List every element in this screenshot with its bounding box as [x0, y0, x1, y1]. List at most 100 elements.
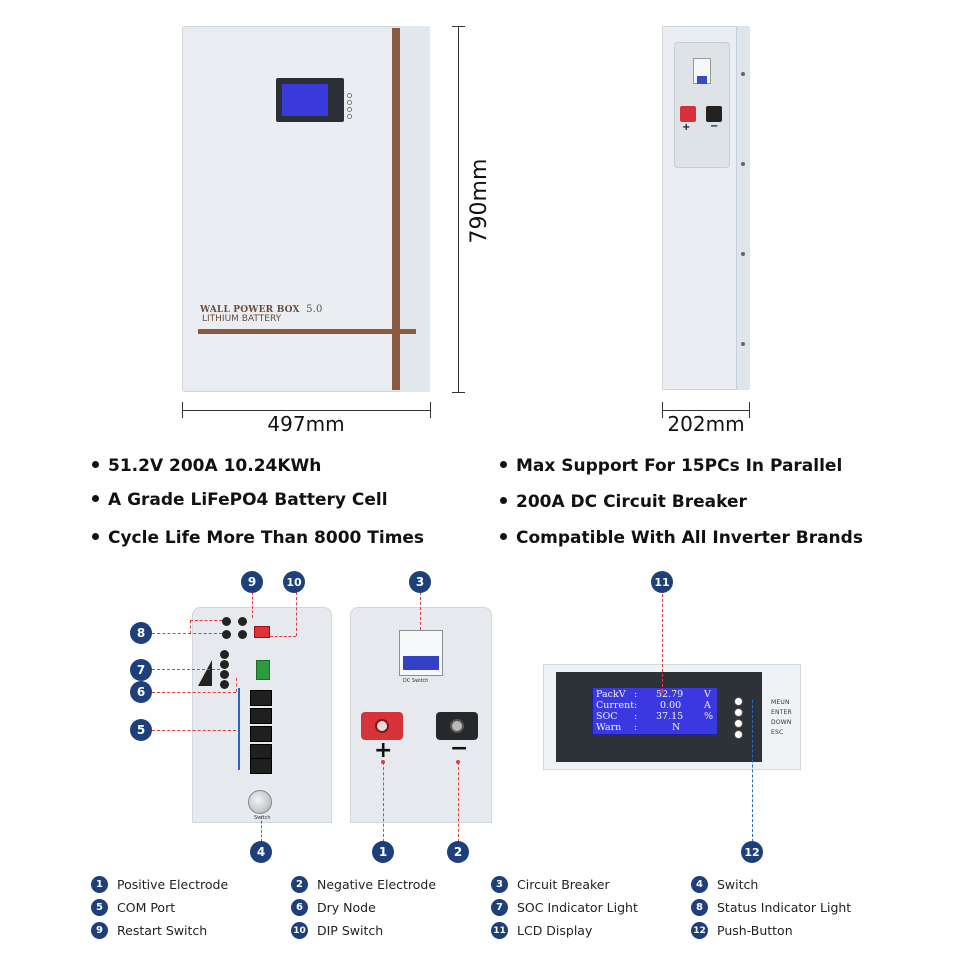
- depth-dimension-line: [662, 410, 750, 411]
- side-plus-sign: +: [682, 122, 691, 133]
- front-button: [347, 100, 352, 105]
- leader-line: [152, 633, 222, 634]
- legend-number: 10: [291, 922, 308, 939]
- feature-item: Cycle Life More Than 8000 Times: [92, 528, 424, 548]
- com-port: [250, 708, 272, 724]
- side-screw: [741, 72, 745, 76]
- bullet-icon: [500, 532, 507, 540]
- dry-node-connector: [256, 660, 270, 680]
- depth-dimension-tick: [662, 402, 663, 418]
- soc-indicator-triangle: [198, 660, 212, 686]
- width-dimension-tick: [182, 402, 183, 418]
- feature-item: 51.2V 200A 10.24KWh: [92, 456, 321, 476]
- front-button: [347, 107, 352, 112]
- front-lcd-screen: [282, 84, 328, 116]
- lcd-value: 37.15: [656, 711, 684, 722]
- leader-line: [152, 692, 236, 693]
- leader-line: [270, 636, 296, 637]
- feature-text: 200A DC Circuit Breaker: [516, 492, 747, 512]
- lcd-sep: :: [634, 700, 638, 711]
- legend-label: Status Indicator Light: [717, 900, 852, 915]
- feature-text: Compatible With All Inverter Brands: [516, 528, 863, 548]
- width-dimension-tick: [430, 402, 431, 418]
- status-indicator-light: [222, 630, 231, 639]
- power-switch: [248, 790, 272, 814]
- accent-stripe-vertical: [392, 28, 400, 390]
- legend-label: COM Port: [117, 900, 176, 915]
- lcd-value: 0.00: [660, 700, 682, 711]
- breaker-label: DC Switch: [403, 678, 429, 684]
- brand-text: WALL POWER BOX: [200, 305, 300, 315]
- leader-line: [420, 592, 421, 630]
- callout-5: 5: [130, 719, 152, 741]
- legend-number: 11: [491, 922, 508, 939]
- battery-front-edge: [400, 26, 430, 392]
- legend-number: 5: [91, 899, 108, 916]
- legend-label: Push-Button: [717, 923, 793, 938]
- side-minus-sign: −: [710, 121, 719, 132]
- minus-sign: −: [450, 736, 469, 761]
- button-label: MEUN: [771, 699, 790, 706]
- push-button-enter: [734, 708, 743, 717]
- lcd-label: PackV: [596, 689, 626, 700]
- lcd-sep: :: [634, 711, 638, 722]
- com-port: [250, 690, 272, 706]
- brand-model: 5.0: [306, 304, 323, 315]
- width-dimension-line: [182, 410, 430, 411]
- feature-item: Max Support For 15PCs In Parallel: [500, 456, 842, 476]
- circuit-breaker-handle: [403, 656, 439, 670]
- legend-label: Switch: [717, 877, 759, 892]
- plus-sign: +: [374, 738, 393, 763]
- height-dimension-line: [458, 26, 459, 392]
- callout-10: 10: [283, 571, 305, 593]
- legend-item: 5 COM Port: [91, 899, 175, 916]
- soc-indicator-light: [220, 680, 229, 689]
- lcd-value: N: [672, 722, 681, 733]
- lcd-value: 52.79: [656, 689, 684, 700]
- legend-number: 12: [691, 922, 708, 939]
- leader-line: [458, 762, 459, 842]
- button-label: ESC: [771, 729, 784, 736]
- com-port: [250, 758, 272, 774]
- callout-6: 6: [130, 681, 152, 703]
- lcd-display: PackV : 52.79 V Current : 0.00 A SOC : 3…: [592, 687, 718, 735]
- com-port-bracket: [238, 688, 240, 770]
- side-negative-terminal: [706, 106, 722, 122]
- lcd-label: SOC: [596, 711, 618, 722]
- legend-number: 3: [491, 876, 508, 893]
- leader-line: [383, 762, 384, 842]
- side-screw: [741, 162, 745, 166]
- callout-2: 2: [447, 841, 469, 863]
- leader-line: [662, 594, 663, 692]
- soc-indicator-light: [220, 660, 229, 669]
- leader-line: [261, 816, 262, 842]
- side-screw: [741, 342, 745, 346]
- lcd-label: Current: [596, 700, 635, 711]
- push-button-down: [734, 719, 743, 728]
- side-breaker-handle: [697, 76, 707, 84]
- brand-name: WALL POWER BOX 5.0: [200, 304, 323, 315]
- lcd-unit: A: [704, 700, 711, 711]
- bullet-icon: [92, 494, 99, 502]
- callout-9: 9: [241, 571, 263, 593]
- brand-subtitle: LITHIUM BATTERY: [202, 314, 282, 324]
- legend-label: Circuit Breaker: [517, 877, 610, 892]
- status-indicator-light: [222, 617, 231, 626]
- lcd-sep: :: [634, 689, 638, 700]
- legend-item: 3 Circuit Breaker: [491, 876, 610, 893]
- lcd-unit: V: [704, 689, 711, 700]
- height-dimension-tick: [452, 392, 465, 393]
- feature-text: A Grade LiFePO4 Battery Cell: [108, 490, 388, 510]
- callout-11: 11: [651, 571, 673, 593]
- bullet-icon: [92, 460, 99, 468]
- feature-item: A Grade LiFePO4 Battery Cell: [92, 490, 388, 510]
- width-dimension-label: 497mm: [267, 412, 345, 436]
- dip-switch: [254, 626, 270, 638]
- callout-12: 12: [741, 841, 763, 863]
